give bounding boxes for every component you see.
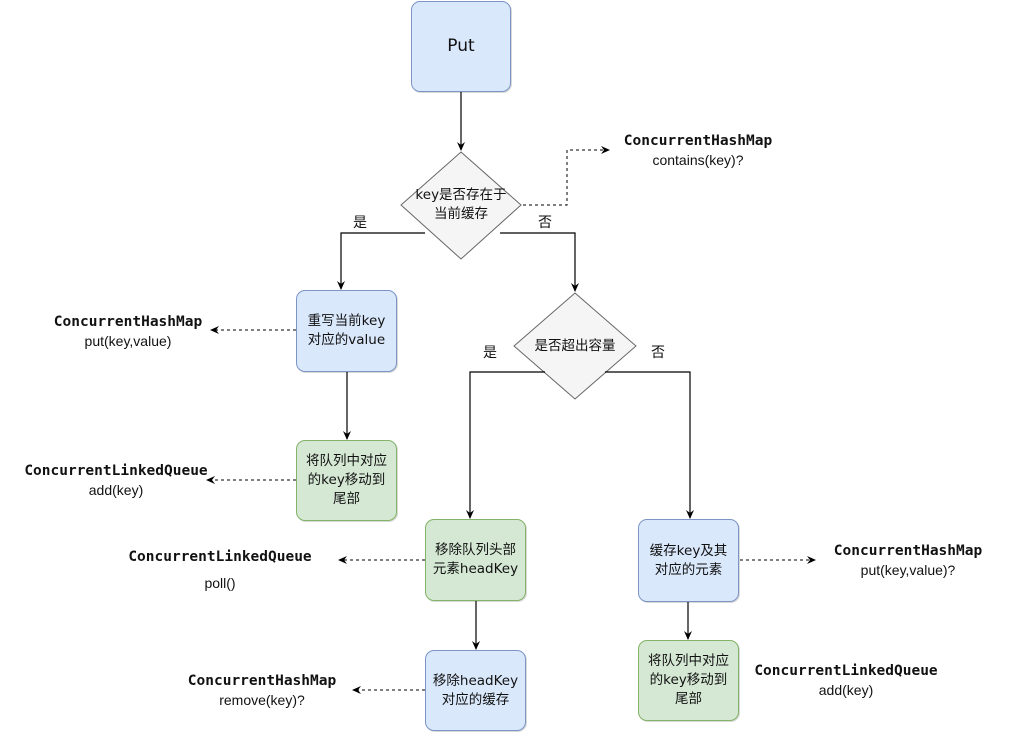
note-put-method: put(key,value): [84, 333, 172, 349]
note-add-right-class: ConcurrentLinkedQueue: [754, 663, 938, 679]
note-poll-method: poll(): [204, 575, 236, 591]
note-contains-method: contains(key)?: [652, 152, 744, 168]
arrow-capacity-yes: [466, 371, 545, 519]
note-put-right: ConcurrentHashMap put(key,value)?: [827, 542, 989, 579]
node-move-key-to-tail-right: 将队列中对应 的key移动到 尾部: [638, 640, 739, 721]
node-cache-key-element: 缓存key及其 对应的元素: [638, 519, 739, 602]
dashed-arrow-contains: [523, 146, 610, 206]
note-add-left-method: add(key): [88, 482, 144, 498]
note-add-right: ConcurrentLinkedQueue add(key): [745, 662, 947, 699]
branch-label-no-1: 否: [538, 215, 552, 231]
arrow-no-to-capacity: [500, 232, 579, 292]
note-contains-class: ConcurrentHashMap: [623, 133, 773, 149]
start-node-put: Put: [411, 1, 511, 92]
arrow-capacity-no: [605, 371, 694, 519]
note-add-right-method: add(key): [818, 682, 874, 698]
note-contains: ConcurrentHashMap contains(key)?: [617, 132, 779, 169]
node-remove-queue-head: 移除队列头部 元素headKey: [425, 519, 526, 601]
note-put: ConcurrentHashMap put(key,value): [47, 313, 209, 350]
branch-label-no-2: 否: [651, 345, 665, 361]
note-remove-method: remove(key)?: [219, 692, 305, 708]
note-remove-class: ConcurrentHashMap: [187, 673, 337, 689]
node-remove-headkey-cache: 移除headKey 对应的缓存: [425, 650, 526, 731]
node-overwrite-value: 重写当前key 对应的value: [296, 290, 397, 372]
note-add-left-class: ConcurrentLinkedQueue: [24, 463, 208, 479]
decision-text-key-exists: key是否存在于 当前缓存: [415, 187, 507, 222]
note-add-left: ConcurrentLinkedQueue add(key): [15, 462, 217, 499]
decision-diamond-key-exists: [400, 151, 522, 260]
note-poll-class: ConcurrentLinkedQueue: [128, 549, 312, 565]
note-poll: ConcurrentLinkedQueue poll(): [119, 548, 321, 592]
arrow-yes-to-overwrite: [337, 232, 425, 290]
node-move-key-to-tail-left: 将队列中对应 的key移动到 尾部: [296, 440, 397, 521]
branch-label-yes-1: 是: [353, 215, 367, 231]
branch-label-yes-2: 是: [483, 345, 497, 361]
note-remove: ConcurrentHashMap remove(key)?: [181, 672, 343, 709]
decision-text-over-capacity: 是否超出容量: [534, 337, 616, 354]
note-put-right-method: put(key,value)?: [860, 562, 956, 578]
note-put-class: ConcurrentHashMap: [53, 314, 203, 330]
note-put-right-class: ConcurrentHashMap: [833, 543, 983, 559]
